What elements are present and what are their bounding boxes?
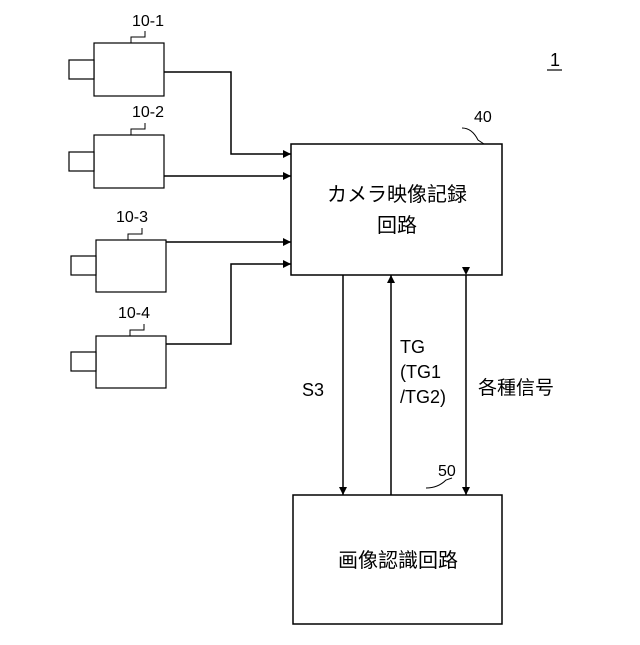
recording-circuit-box — [291, 144, 502, 275]
camera-label: 10-1 — [132, 13, 164, 30]
camera-label: 10-4 — [118, 305, 150, 322]
camera-label: 10-2 — [132, 104, 164, 121]
camera-10-1: 10-1 — [69, 13, 164, 96]
camera-body — [96, 240, 166, 292]
camera-body — [96, 336, 166, 388]
tg-label-line3: /TG2) — [400, 387, 446, 407]
recognition-circuit-label: 画像認識回路 — [338, 549, 458, 572]
camera-lens — [71, 256, 96, 275]
camera-label-leader — [131, 31, 145, 43]
tg-label-line2: (TG1 — [400, 362, 441, 382]
recognition-circuit-block: 画像認識回路 50 — [293, 463, 502, 624]
camera-1-arrow — [164, 72, 291, 154]
camera-lens — [69, 60, 94, 79]
various-signals-label: 各種信号 — [478, 377, 554, 399]
camera-label-leader — [131, 123, 145, 135]
recording-circuit-block: カメラ映像記録 回路 40 — [291, 109, 502, 275]
camera-4-arrow — [166, 264, 291, 344]
recording-circuit-label-line2: 回路 — [377, 214, 417, 237]
camera-lens — [71, 352, 96, 371]
camera-label-leader — [128, 228, 142, 240]
camera-10-2: 10-2 — [69, 104, 164, 188]
camera-body — [94, 43, 164, 96]
recording-circuit-ref: 40 — [474, 109, 492, 126]
recording-circuit-ref-leader — [462, 128, 484, 144]
tg-label-line1: TG — [400, 337, 425, 357]
camera-10-4: 10-4 — [71, 305, 166, 388]
camera-label-leader — [130, 324, 144, 336]
camera-lens — [69, 152, 94, 171]
camera-10-3: 10-3 — [71, 209, 166, 292]
figure-number: 1 — [550, 50, 560, 70]
camera-label: 10-3 — [116, 209, 148, 226]
recognition-circuit-ref: 50 — [438, 463, 456, 480]
recording-circuit-label-line1: カメラ映像記録 — [327, 183, 467, 206]
s3-label: S3 — [302, 380, 324, 400]
camera-body — [94, 135, 164, 188]
